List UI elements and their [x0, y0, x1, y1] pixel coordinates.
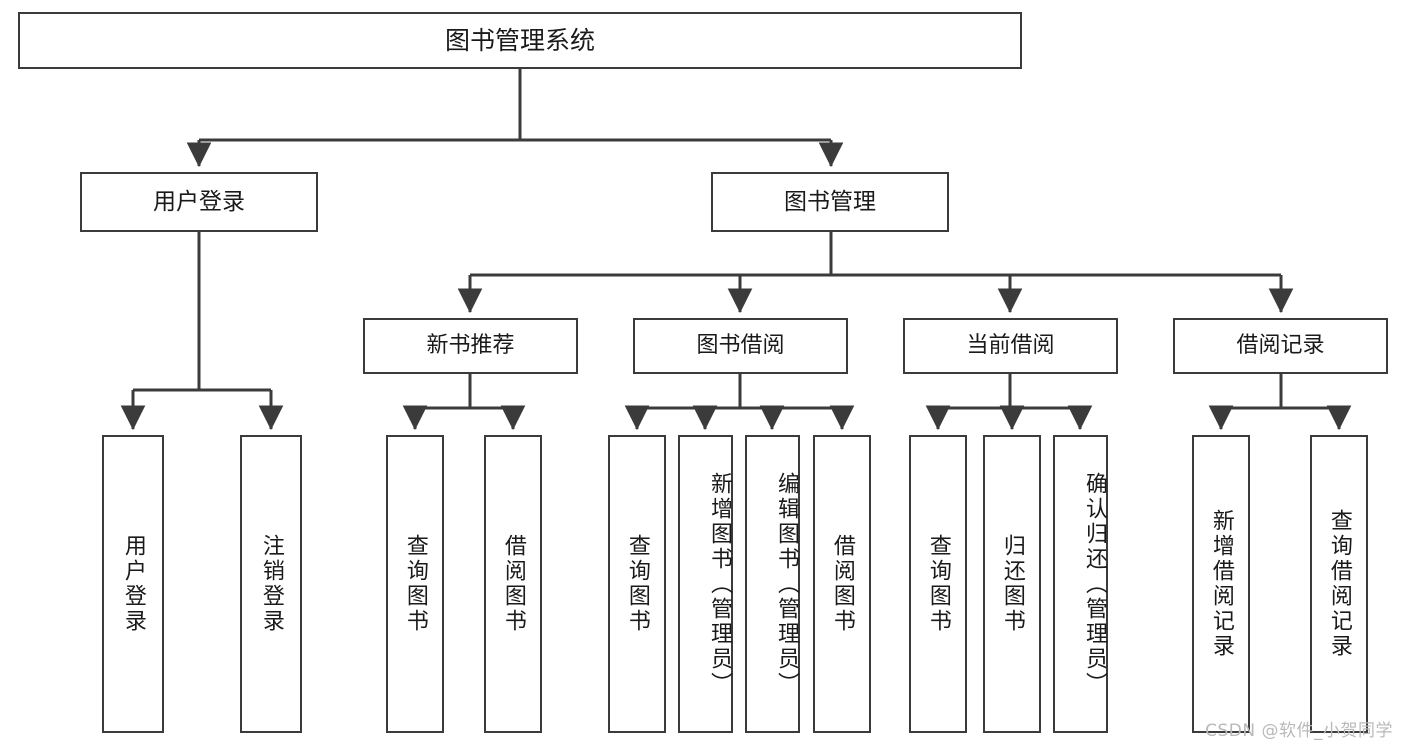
leaf-node[interactable]: 确认归还（管理员） [1053, 435, 1108, 733]
leaf-node-label: 注销登录 [258, 534, 284, 634]
leaf-node-label: 编辑图书（管理员） [774, 471, 799, 697]
leaf-node-label: 查询借阅记录 [1326, 509, 1352, 659]
leaf-node-label: 查询图书 [402, 534, 428, 634]
node-book-borrow[interactable]: 图书借阅 [633, 318, 848, 374]
leaf-node-label: 新增借阅记录 [1208, 509, 1234, 659]
node-borrow-record[interactable]: 借阅记录 [1173, 318, 1388, 374]
node-new-book-recommend-label: 新书推荐 [426, 333, 515, 359]
leaf-node[interactable]: 查询借阅记录 [1310, 435, 1368, 733]
leaf-node[interactable]: 查询图书 [608, 435, 666, 733]
leaf-node-label: 确认归还（管理员） [1082, 471, 1107, 697]
node-root-label: 图书管理系统 [444, 26, 595, 55]
leaf-node-label: 借阅图书 [500, 534, 526, 634]
leaf-node[interactable]: 查询图书 [386, 435, 444, 733]
leaf-node[interactable]: 借阅图书 [484, 435, 542, 733]
node-current-borrow[interactable]: 当前借阅 [903, 318, 1118, 374]
leaf-node-label: 查询图书 [624, 534, 650, 634]
leaf-node-label: 用户登录 [120, 534, 146, 634]
node-book-management[interactable]: 图书管理 [711, 172, 949, 232]
leaf-node[interactable]: 借阅图书 [813, 435, 871, 733]
node-book-management-label: 图书管理 [784, 188, 876, 215]
leaf-node-label: 归还图书 [999, 534, 1025, 634]
watermark: CSDN @软件_小贺同学 [1205, 721, 1393, 741]
node-new-book-recommend[interactable]: 新书推荐 [363, 318, 578, 374]
leaf-node[interactable]: 用户登录 [102, 435, 164, 733]
leaf-node[interactable]: 编辑图书（管理员） [745, 435, 800, 733]
node-user-login[interactable]: 用户登录 [80, 172, 318, 232]
leaf-node-label: 查询图书 [925, 534, 951, 634]
node-borrow-record-label: 借阅记录 [1236, 333, 1325, 359]
node-book-borrow-label: 图书借阅 [696, 333, 785, 359]
leaf-node[interactable]: 归还图书 [983, 435, 1041, 733]
leaf-node[interactable]: 查询图书 [909, 435, 967, 733]
leaf-node[interactable]: 注销登录 [240, 435, 302, 733]
leaf-node-label: 新增图书（管理员） [707, 471, 732, 697]
node-root[interactable]: 图书管理系统 [18, 12, 1022, 69]
leaf-node-label: 借阅图书 [829, 534, 855, 634]
leaf-node[interactable]: 新增借阅记录 [1192, 435, 1250, 733]
node-user-login-label: 用户登录 [153, 188, 245, 215]
leaf-node[interactable]: 新增图书（管理员） [678, 435, 733, 733]
node-current-borrow-label: 当前借阅 [966, 333, 1055, 359]
